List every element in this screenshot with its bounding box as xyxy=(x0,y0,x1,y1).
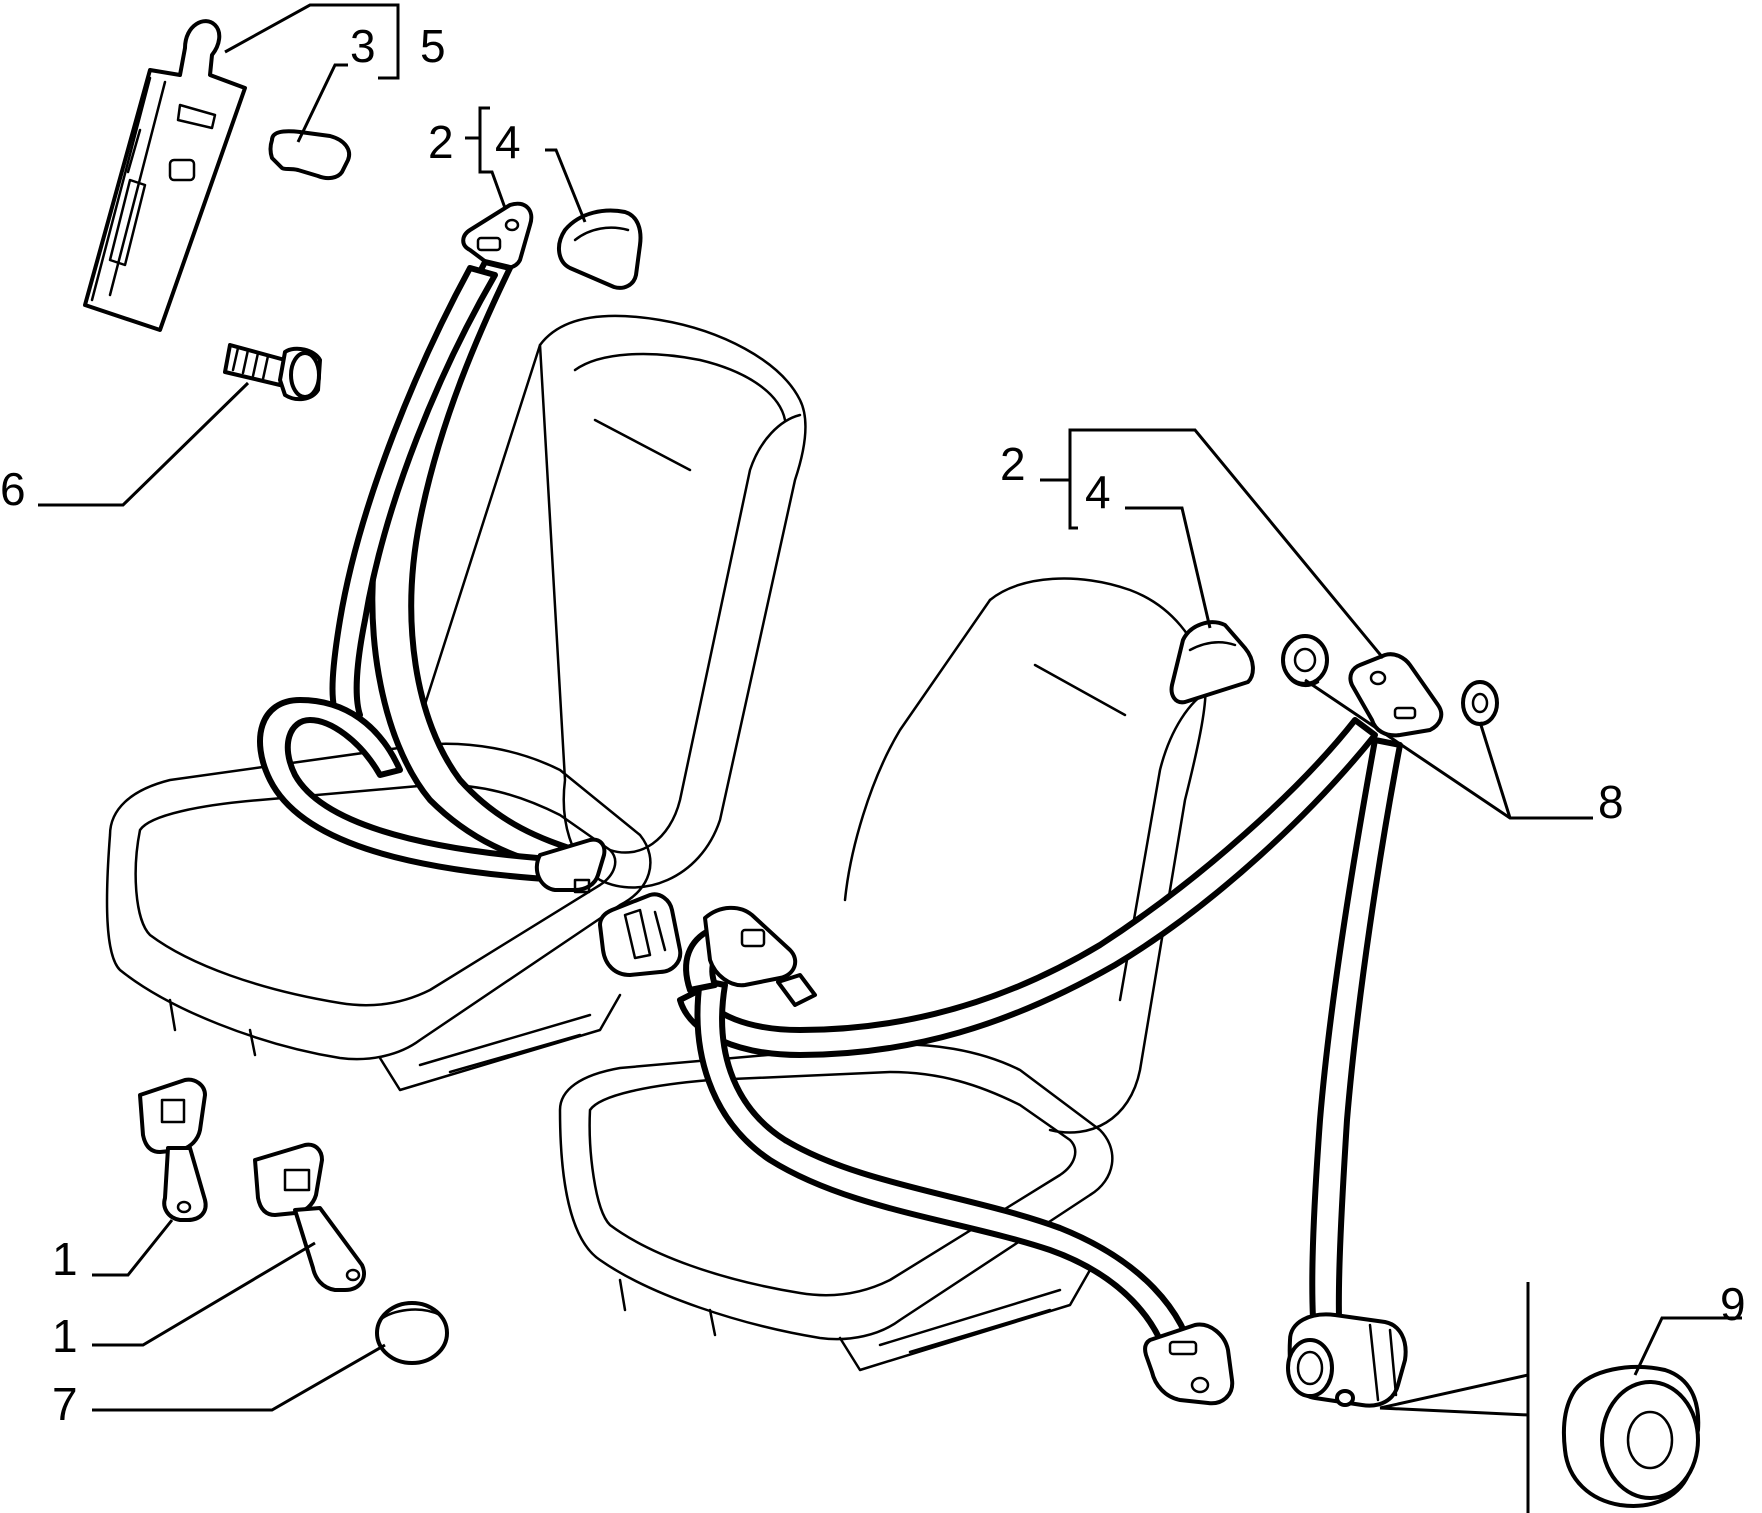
callout-8: 8 xyxy=(1598,776,1624,828)
callout-2-left: 2 xyxy=(428,116,454,168)
callout-1-lower: 1 xyxy=(52,1310,78,1362)
height-adjuster-rail xyxy=(83,19,247,332)
callout-5: 5 xyxy=(420,20,446,72)
callout-2-right: 2 xyxy=(1000,438,1026,490)
leader-lines xyxy=(38,3,1742,1513)
callout-1-upper: 1 xyxy=(52,1233,78,1285)
anchor-cover-left xyxy=(557,208,643,290)
buckle-lower xyxy=(253,1142,366,1292)
callout-9: 9 xyxy=(1720,1278,1746,1330)
retractor-cover xyxy=(1561,1364,1701,1508)
buckle-upper xyxy=(138,1077,208,1222)
right-seat-belt xyxy=(677,652,1444,1408)
left-seat-belt xyxy=(257,201,683,977)
callout-6: 6 xyxy=(0,463,26,515)
anchor-bolt xyxy=(223,343,322,402)
callout-7: 7 xyxy=(52,1378,78,1430)
callout-4-left: 4 xyxy=(495,116,521,168)
callout-labels: 3 5 2 4 6 2 4 8 1 1 7 9 xyxy=(0,20,1746,1430)
slider-cover xyxy=(268,129,351,181)
bolt-cap xyxy=(375,1301,449,1365)
callout-4-right: 4 xyxy=(1085,466,1111,518)
anchor-cover-right xyxy=(1169,620,1255,705)
callout-3: 3 xyxy=(350,20,376,72)
spacer-washers xyxy=(1281,634,1499,726)
